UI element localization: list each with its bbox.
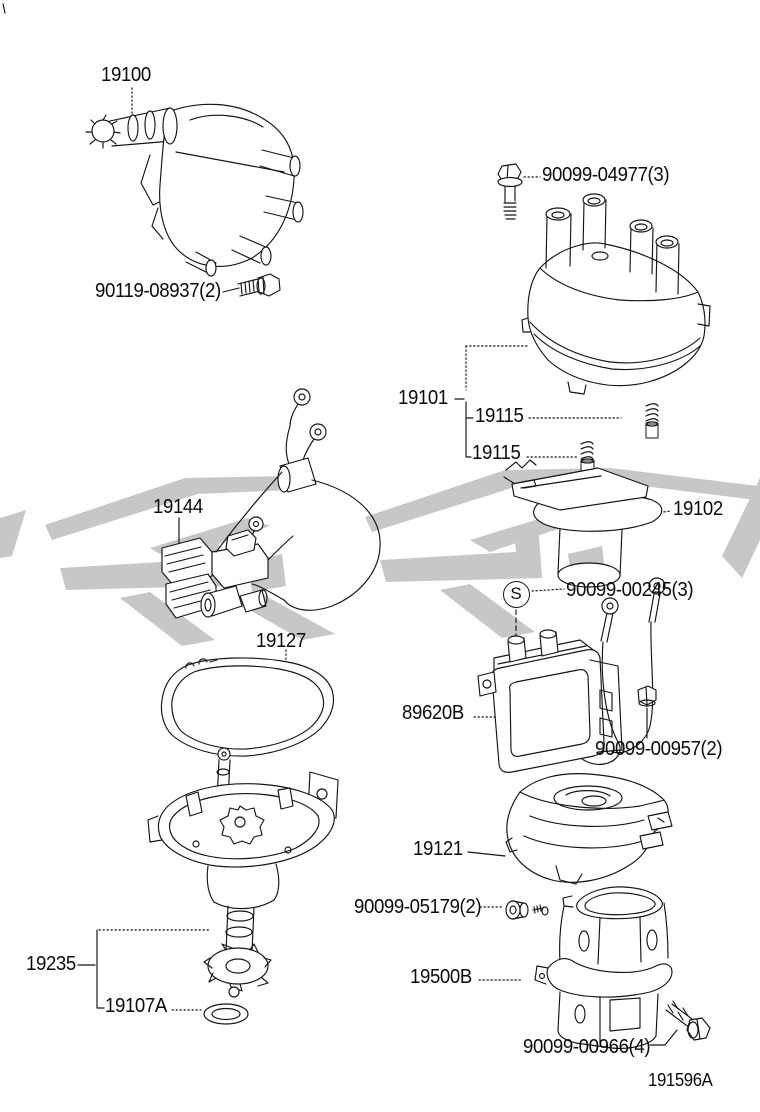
drawing-rotor-19102 — [503, 459, 663, 588]
part-label-90099-00245: 90099-00245(3) — [566, 579, 694, 601]
drawing-cover-19500B — [534, 886, 673, 1049]
leader-19235-bracket — [96, 929, 105, 1009]
drawing-housing-19235 — [147, 747, 339, 998]
scan-mark — [2, 3, 6, 14]
part-label-19115b: 19115 — [472, 442, 521, 464]
leader-to-90099-00966 — [649, 1029, 678, 1046]
part-label-90099-04977: 90099-04977(3) — [542, 164, 670, 186]
drawing-grommet-90099-05179 — [505, 900, 549, 920]
part-label-19115a: 19115 — [475, 405, 524, 427]
part-label-19107A: 19107A — [105, 995, 167, 1017]
drawing-bolt-90099-04977 — [497, 163, 523, 220]
part-label-19235: 19235 — [26, 953, 76, 975]
part-label-19127: 19127 — [256, 630, 306, 652]
leader-to-90119-08937 — [222, 287, 240, 293]
drawing-o-ring-19107A — [203, 1003, 249, 1025]
part-label-19100: 19100 — [101, 64, 151, 86]
symbol-s-symbol: S — [502, 580, 530, 608]
part-label-90119-08937: 90119-08937(2) — [95, 280, 221, 302]
part-label-19101: 19101 — [398, 387, 448, 409]
part-label-19102: 19102 — [673, 498, 723, 520]
part-label-90099-00966: 90099-00966(4) — [523, 1036, 651, 1058]
part-label-89620B: 89620B — [402, 702, 464, 724]
leader-19115-bracket — [465, 401, 472, 458]
drawing-igniter-89620B — [477, 577, 666, 773]
part-label-diagram-code: 191596A — [648, 1070, 713, 1090]
part-label-90099-00957: 90099-00957(2) — [595, 738, 723, 760]
drawing-bolt-90119 — [237, 273, 281, 297]
drawing-dust-cover-19121 — [505, 773, 673, 885]
part-label-19144: 19144 — [153, 496, 203, 518]
drawing-distributor-assembly-19100 — [85, 103, 304, 277]
leader-to-19121 — [467, 851, 506, 857]
part-label-19121: 19121 — [413, 838, 463, 860]
drawing-bolt-90099-00966 — [665, 1000, 711, 1041]
leader-s-to-label — [531, 588, 565, 592]
drawing-gasket-19127 — [160, 657, 335, 757]
drawing-nut-90099-00957 — [637, 685, 657, 707]
drawing-lead-wire-19144 — [161, 388, 381, 619]
part-label-90099-05179: 90099-05179(2) — [354, 896, 482, 918]
part-label-19500B: 19500B — [410, 966, 472, 988]
drawing-carbon-point-19115-upper — [645, 403, 659, 439]
drawing-distributor-cap-19101 — [521, 193, 711, 395]
